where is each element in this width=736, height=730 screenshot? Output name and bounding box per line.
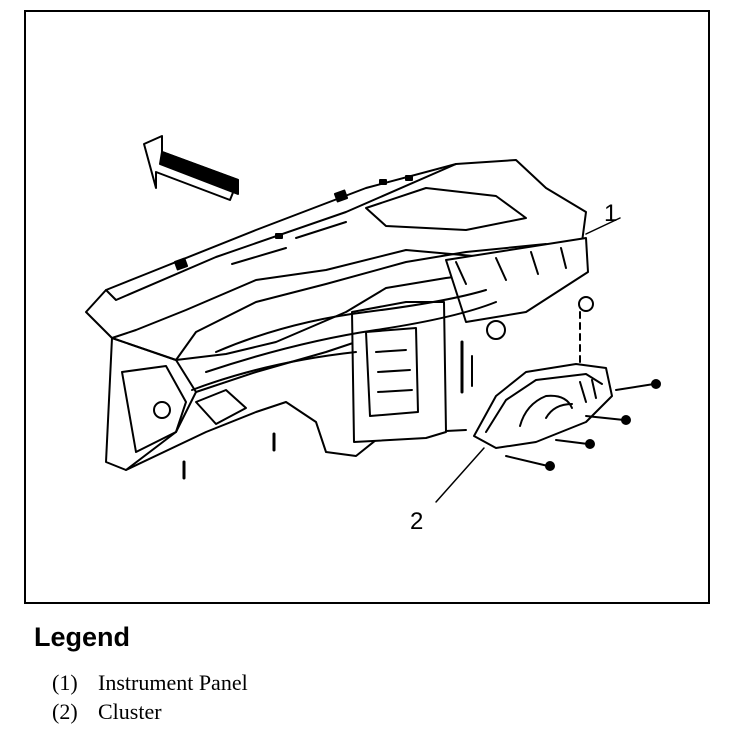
callout-2: 2 (410, 508, 424, 535)
legend-item: (1) Instrument Panel (52, 668, 248, 697)
forward-arrow-icon (143, 135, 239, 201)
callout-leaders (435, 217, 621, 503)
callout-1: 1 (604, 200, 618, 227)
instrument-panel-body (105, 237, 594, 480)
instrument-cluster (473, 311, 661, 471)
legend-list: (1) Instrument Panel (2) Cluster (52, 668, 248, 726)
diagram-frame: 1 2 (24, 10, 710, 604)
legend-item: (2) Cluster (52, 697, 248, 726)
instrument-panel-top (85, 159, 587, 339)
legend-item-number: (1) (52, 670, 78, 695)
legend-item-label: Cluster (98, 699, 162, 724)
legend-item-label: Instrument Panel (98, 670, 248, 695)
legend-title: Legend (34, 622, 131, 652)
instrument-panel-illustration (85, 135, 661, 503)
legend-item-number: (2) (52, 699, 78, 724)
